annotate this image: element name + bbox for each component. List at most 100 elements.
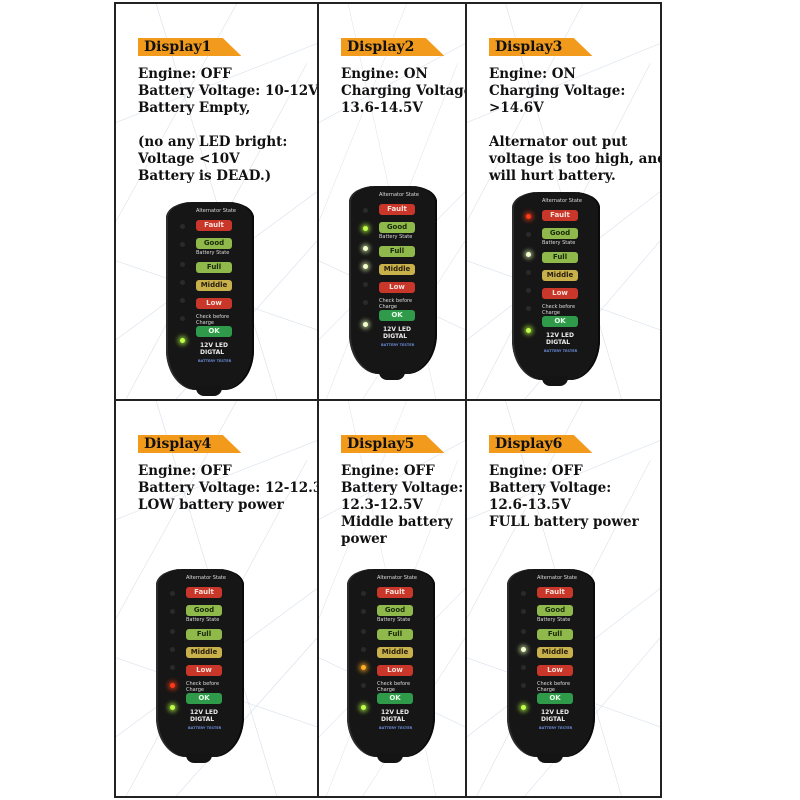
device-foot [196,386,222,396]
alternator-state-label: Alternator State [196,208,236,214]
description-line: power [341,531,387,547]
model2-label: DIGTAL [200,349,225,356]
good-label: Good [379,222,415,233]
check-before-charge-label: Check before Charge [377,681,411,693]
low-label: Low [379,282,415,293]
led-indicator [521,629,526,634]
display-tag: Display4 [138,435,242,453]
led-indicator [363,322,368,327]
fault-label: Fault [377,587,413,598]
alternator-state-label: Alternator State [186,575,226,581]
low-label: Low [377,665,413,676]
led-indicator [170,647,175,652]
display-tag: Display5 [341,435,445,453]
device-body [166,202,254,390]
middle-label: Middle [542,270,578,281]
fault-label: Fault [196,220,232,231]
device-foot [542,376,568,386]
led-indicator [521,591,526,596]
description-line: voltage is too high, and [489,151,661,167]
full-label: Full [377,629,413,640]
description-line: Charging Voltage: [341,83,466,99]
led-indicator [361,683,366,688]
led-indicator [361,609,366,614]
description-line: 12.3-12.5V [341,497,423,513]
led-indicator [363,264,368,269]
led-indicator [180,242,185,247]
device-foot [537,753,563,763]
model2-label: DIGTAL [541,716,566,723]
middle-label: Middle [377,647,413,658]
description-line: will hurt battery. [489,168,616,184]
model-label: 12V LED [541,709,569,716]
good-label: Good [377,605,413,616]
led-indicator [363,226,368,231]
device-body [512,192,600,380]
battery-state-label: Battery State [542,240,576,246]
full-label: Full [542,252,578,263]
description-line: >14.6V [489,100,544,116]
description-line: 12.6-13.5V [489,497,571,513]
device-foot [377,753,403,763]
full-label: Full [196,262,232,273]
check-before-charge-label: Check before Charge [196,314,230,326]
led-indicator [526,214,531,219]
battery-state-label: Battery State [379,234,413,240]
ok-label: OK [379,310,415,321]
fault-label: Fault [186,587,222,598]
brand-label: BATTERY TESTER [544,349,578,353]
model2-label: DIGTAL [546,339,571,346]
ok-label: OK [542,316,578,327]
model-label: 12V LED [200,342,228,349]
model-label: 12V LED [546,332,574,339]
brand-label: BATTERY TESTER [539,726,573,730]
full-label: Full [186,629,222,640]
model-label: 12V LED [190,709,218,716]
good-label: Good [186,605,222,616]
ok-label: OK [196,326,232,337]
brand-label: BATTERY TESTER [379,726,413,730]
device-body [349,186,437,374]
good-label: Good [537,605,573,616]
description-line: Battery Voltage: 12-12.3V [138,480,318,496]
device-foot [186,753,212,763]
fault-label: Fault [537,587,573,598]
description-line: Engine: OFF [489,463,583,479]
description-line: Alternator out put [489,134,628,150]
description-line: 13.6-14.5V [341,100,423,116]
led-indicator [180,224,185,229]
led-indicator [170,683,175,688]
middle-label: Middle [537,647,573,658]
description-line: Engine: ON [489,66,576,82]
led-indicator [526,328,531,333]
battery-state-label: Battery State [537,617,571,623]
brand-label: BATTERY TESTER [198,359,232,363]
led-indicator [526,288,531,293]
good-label: Good [196,238,232,249]
led-indicator [363,300,368,305]
description-line: Engine: OFF [138,463,232,479]
alternator-state-label: Alternator State [377,575,417,581]
middle-label: Middle [379,264,415,275]
led-indicator [180,262,185,267]
full-label: Full [379,246,415,257]
battery-state-label: Battery State [186,617,220,623]
led-indicator [180,298,185,303]
display-tag: Display6 [489,435,593,453]
led-indicator [363,246,368,251]
led-indicator [361,591,366,596]
device-body [347,569,435,757]
fault-label: Fault [379,204,415,215]
